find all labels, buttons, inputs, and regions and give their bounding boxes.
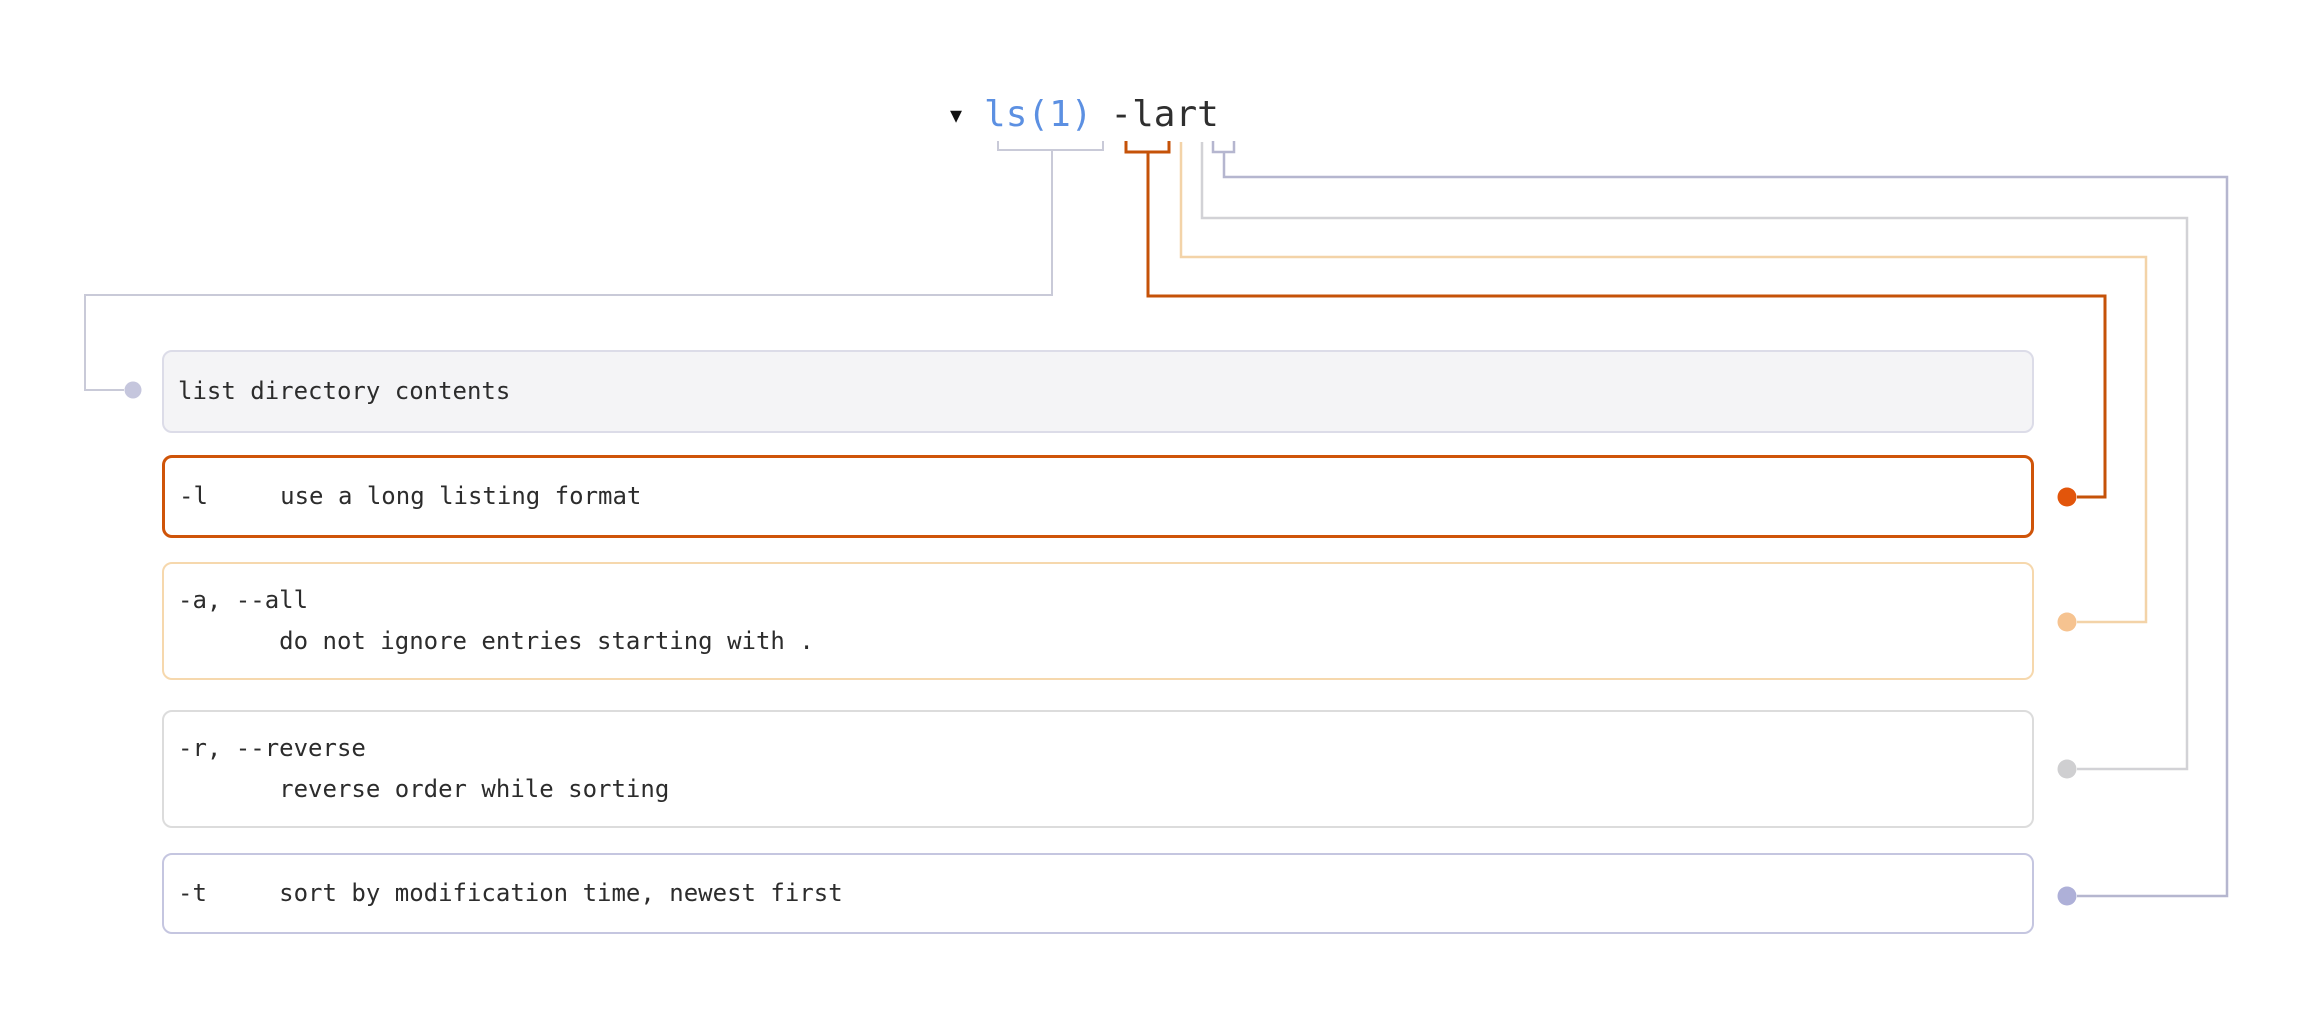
explanation-box-a-flag[interactable]: -a, --all do not ignore entries starting… bbox=[162, 562, 2034, 680]
connector-dot-r bbox=[2057, 759, 2077, 779]
connector-dot-l bbox=[2057, 487, 2077, 507]
explanation-text-t-flag: -t sort by modification time, newest fir… bbox=[178, 879, 843, 907]
explanation-text-ls: list directory contents bbox=[178, 377, 511, 405]
bracket-ls bbox=[997, 141, 1104, 151]
command-bar: ▾ ls(1) -lart bbox=[950, 92, 1219, 138]
explanation-box-ls[interactable]: list directory contents bbox=[162, 350, 2034, 433]
explanation-text-r-flag: -r, --reverse reverse order while sortin… bbox=[178, 734, 670, 803]
explanation-text-a-flag: -a, --all do not ignore entries starting… bbox=[178, 586, 814, 655]
bracket-t bbox=[1211, 141, 1236, 154]
program-link[interactable]: ls(1) bbox=[984, 94, 1093, 135]
command-arguments: -lart bbox=[1110, 94, 1219, 135]
connector-dot-a bbox=[2057, 612, 2077, 632]
explanation-text-l-flag: -l use a long listing format bbox=[179, 482, 642, 510]
connector-dot-t bbox=[2057, 886, 2077, 906]
connector-line-l bbox=[1146, 152, 2107, 499]
connector-dot-ls bbox=[124, 381, 142, 399]
explanation-box-t-flag[interactable]: -t sort by modification time, newest fir… bbox=[162, 853, 2034, 934]
explanation-box-l-flag[interactable]: -l use a long listing format bbox=[162, 455, 2034, 538]
explanation-box-r-flag[interactable]: -r, --reverse reverse order while sortin… bbox=[162, 710, 2034, 828]
expand-toggle-icon[interactable]: ▾ bbox=[950, 101, 963, 129]
bracket-l bbox=[1124, 141, 1171, 154]
